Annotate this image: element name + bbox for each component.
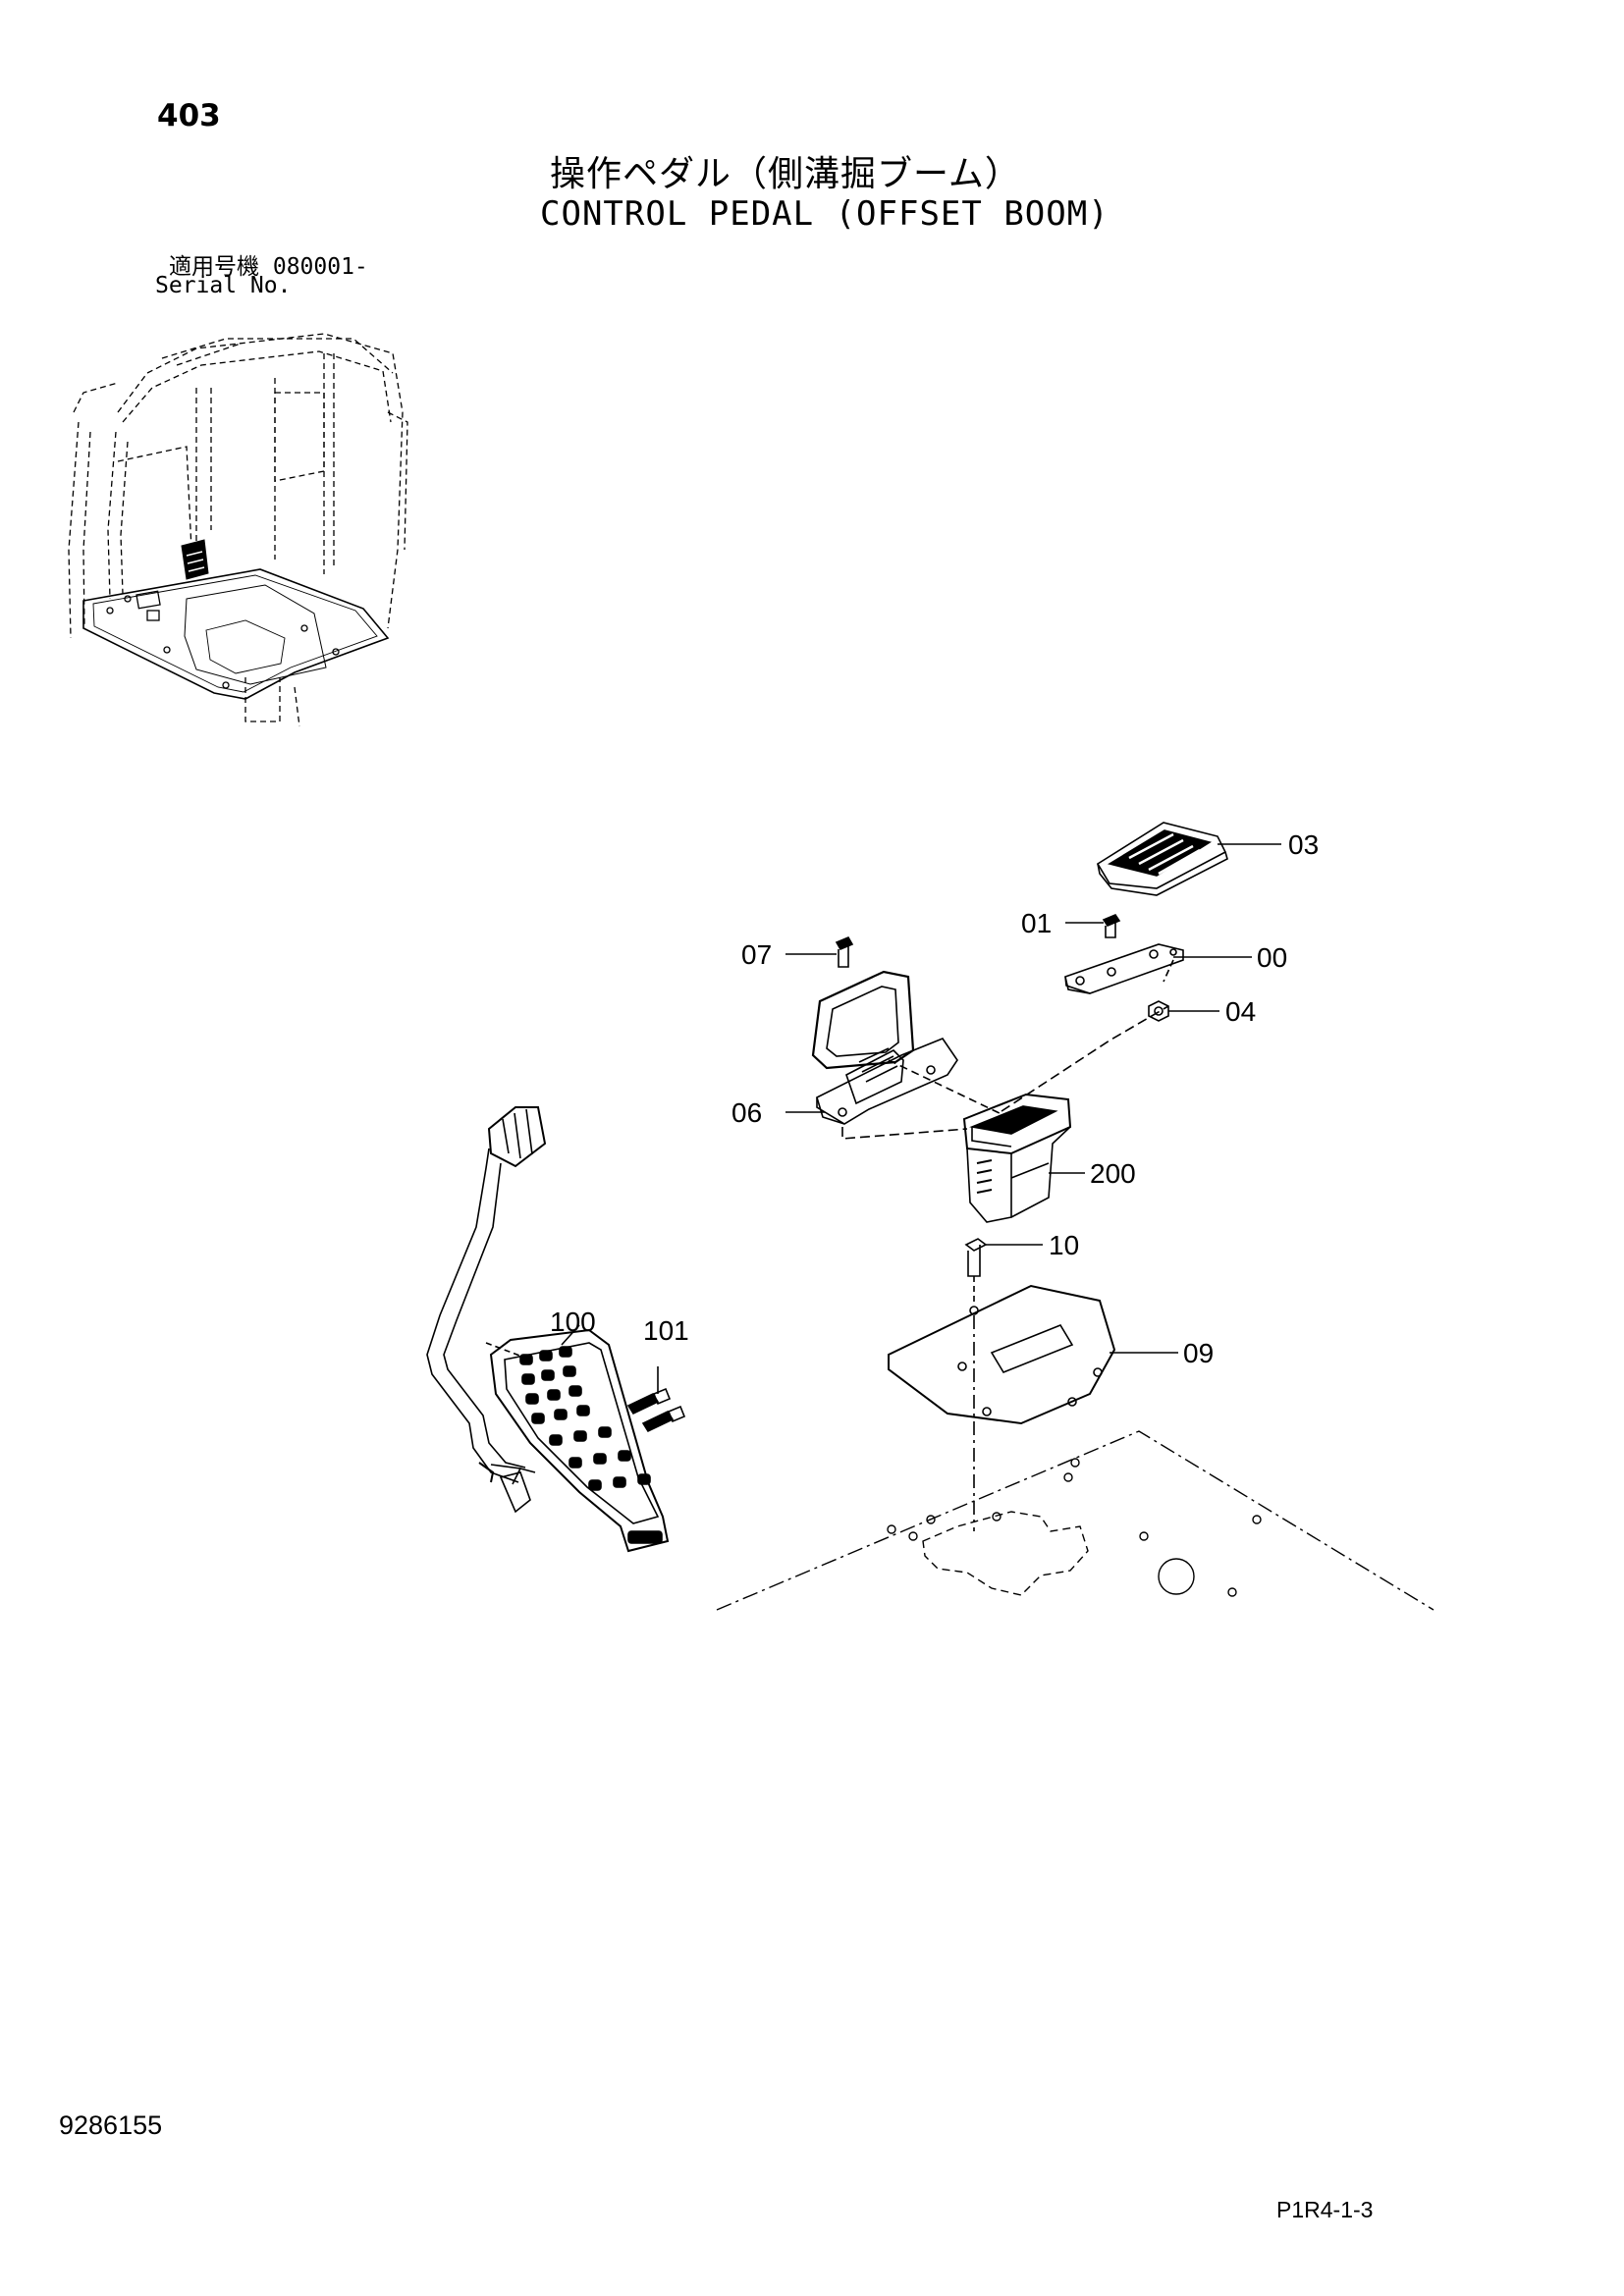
- part-bolt-07: [785, 935, 854, 968]
- part-pedal-bolts: [626, 1366, 686, 1433]
- page-title-english: CONTROL PEDAL (OFFSET BOOM): [540, 194, 1110, 234]
- callout-04: 04: [1225, 996, 1256, 1027]
- callout-100: 100: [550, 1307, 596, 1337]
- page-number: 403: [157, 98, 221, 133]
- callout-101: 101: [643, 1315, 689, 1346]
- cab-floor-plate: [716, 1430, 1435, 1611]
- part-travel-pedal: [426, 1106, 670, 1553]
- callout-03: 03: [1288, 829, 1319, 860]
- callout-07: 07: [741, 939, 772, 970]
- part-bolt-10: [964, 1238, 1043, 1306]
- callout-200: 200: [1090, 1158, 1136, 1189]
- page-title-japanese: 操作ペダル（側溝掘ブーム）: [550, 154, 1021, 194]
- callout-01: 01: [1021, 908, 1052, 938]
- callout-06: 06: [731, 1097, 762, 1128]
- part-cover-plate: [888, 1284, 1178, 1531]
- callout-labels: 03 01 07 00 04 06 200 10 100 101 09: [550, 829, 1319, 1368]
- document-number: 9286155: [59, 2110, 163, 2140]
- part-bolt-01: [1065, 914, 1121, 938]
- part-guard-bracket: [785, 970, 958, 1125]
- serial-label-japanese: 適用号機 080001-: [169, 254, 368, 280]
- page-code: P1R4-1-3: [1276, 2197, 1374, 2222]
- cab-location-thumbnail: [68, 333, 408, 727]
- callout-10: 10: [1049, 1230, 1079, 1260]
- part-bracket-plate: [1064, 943, 1252, 994]
- callout-09: 09: [1183, 1338, 1214, 1368]
- part-pedal-valve: [841, 1005, 1169, 1223]
- part-nut: [1148, 1000, 1219, 1022]
- callout-00: 00: [1257, 942, 1287, 973]
- serial-label-english: Serial No.: [155, 273, 292, 298]
- part-pedal-pad: [1096, 822, 1281, 896]
